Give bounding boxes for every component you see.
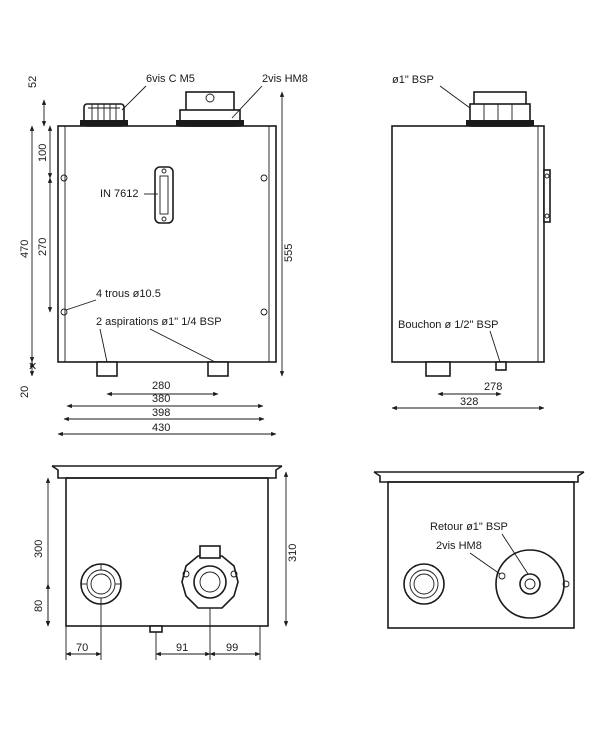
- dim-278: 278: [484, 381, 502, 393]
- label-bsp-1: ø1" BSP: [392, 74, 434, 86]
- dim-80: 80: [33, 600, 45, 612]
- top-right-tank-body: [387, 481, 575, 629]
- label-bouchon: Bouchon ø 1/2" BSP: [398, 319, 499, 331]
- filler-cap: [80, 103, 128, 127]
- dim-91: 91: [176, 642, 188, 654]
- top-return-flange: [181, 545, 239, 609]
- label-vis-hm8-top: 2vis HM8: [436, 540, 482, 552]
- dim-300: 300: [33, 540, 45, 558]
- return-flange: [176, 91, 244, 127]
- side-outlet: [495, 361, 507, 371]
- dim-99: 99: [226, 642, 238, 654]
- dim-20: 20: [19, 386, 31, 398]
- level-gauge: [154, 166, 174, 224]
- top-view-left: 300 310 80 70 91 99: [33, 465, 299, 660]
- dim-328: 328: [460, 396, 478, 408]
- label-in-7612: IN 7612: [100, 188, 139, 200]
- label-retour: Retour ø1" BSP: [430, 521, 508, 533]
- suction-port-left: [96, 361, 118, 377]
- suction-port-right: [207, 361, 229, 377]
- front-dimensions: 52 100 470 270 20 555 280 380 398 430: [19, 76, 295, 437]
- dim-398: 398: [152, 407, 170, 419]
- side-view: ø1" BSP Bouchon ø 1/2" BSP 278 328: [391, 74, 551, 411]
- dim-430: 430: [152, 422, 170, 434]
- dim-52: 52: [27, 76, 39, 88]
- small-mark: ✕: [28, 361, 37, 373]
- top-right-filler-cap: [403, 563, 445, 605]
- dim-555: 555: [283, 244, 295, 262]
- dim-70: 70: [76, 642, 88, 654]
- label-vis-hm8: 2vis HM8: [262, 73, 308, 85]
- top-right-return-plate: [495, 549, 570, 619]
- dim-280: 280: [152, 380, 170, 392]
- dim-100: 100: [37, 144, 49, 162]
- dim-380: 380: [152, 393, 170, 405]
- label-aspirations: 2 aspirations ø1" 1/4 BSP: [96, 316, 222, 328]
- top-filler-cap: [80, 563, 122, 605]
- dim-470: 470: [19, 240, 31, 258]
- side-drain-plug: [425, 361, 451, 377]
- dim-310: 310: [287, 544, 299, 562]
- label-trous: 4 trous ø10.5: [96, 288, 161, 300]
- top-tank-body: [65, 477, 269, 627]
- label-vis-cm5: 6vis C M5: [146, 73, 195, 85]
- front-tank-body: [57, 125, 277, 363]
- front-view: 6vis C M5 2vis HM8 IN 7612 4 trous ø10.5…: [57, 73, 308, 377]
- dim-270: 270: [37, 238, 49, 256]
- top-view-right: Retour ø1" BSP 2vis HM8: [373, 471, 585, 629]
- side-return-flange: [466, 91, 534, 127]
